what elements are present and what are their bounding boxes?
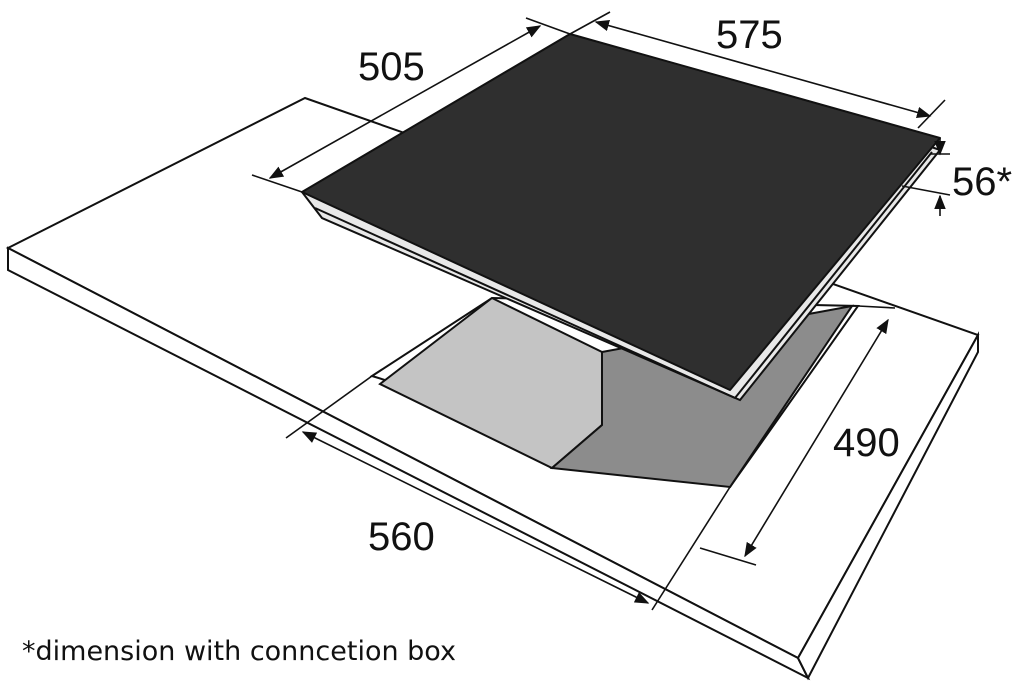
- ext-line-56-bottom: [901, 185, 951, 196]
- ext-line-560-a: [285, 375, 373, 439]
- dim-line-505: [268, 25, 542, 179]
- dim-line-575: [594, 19, 932, 119]
- ext-line-575-b: [917, 99, 946, 129]
- dim-label-490: 490: [833, 421, 900, 465]
- dim-490: [699, 305, 896, 566]
- dim-56: [901, 138, 951, 216]
- ext-line-575-a: [569, 11, 611, 35]
- dim-label-56: 56*: [952, 160, 1012, 204]
- ext-line-560-b: [651, 486, 731, 611]
- dim-label-560: 560: [368, 515, 435, 559]
- dim-560: [285, 375, 731, 611]
- ext-line-490-b: [699, 547, 757, 566]
- ext-line-490-a: [857, 305, 896, 309]
- dim-label-505: 505: [358, 45, 425, 89]
- dim-line-490: [744, 318, 889, 558]
- footnote: *dimension with conncetion box: [22, 636, 456, 667]
- dim-505: [251, 17, 571, 193]
- dim-575: [569, 11, 946, 129]
- dim-label-575: 575: [716, 13, 783, 57]
- ext-line-505-a: [251, 174, 303, 193]
- dim-line-560: [301, 431, 650, 604]
- hob-bottom-edge-left: [314, 207, 736, 399]
- ext-line-505-b: [525, 17, 571, 35]
